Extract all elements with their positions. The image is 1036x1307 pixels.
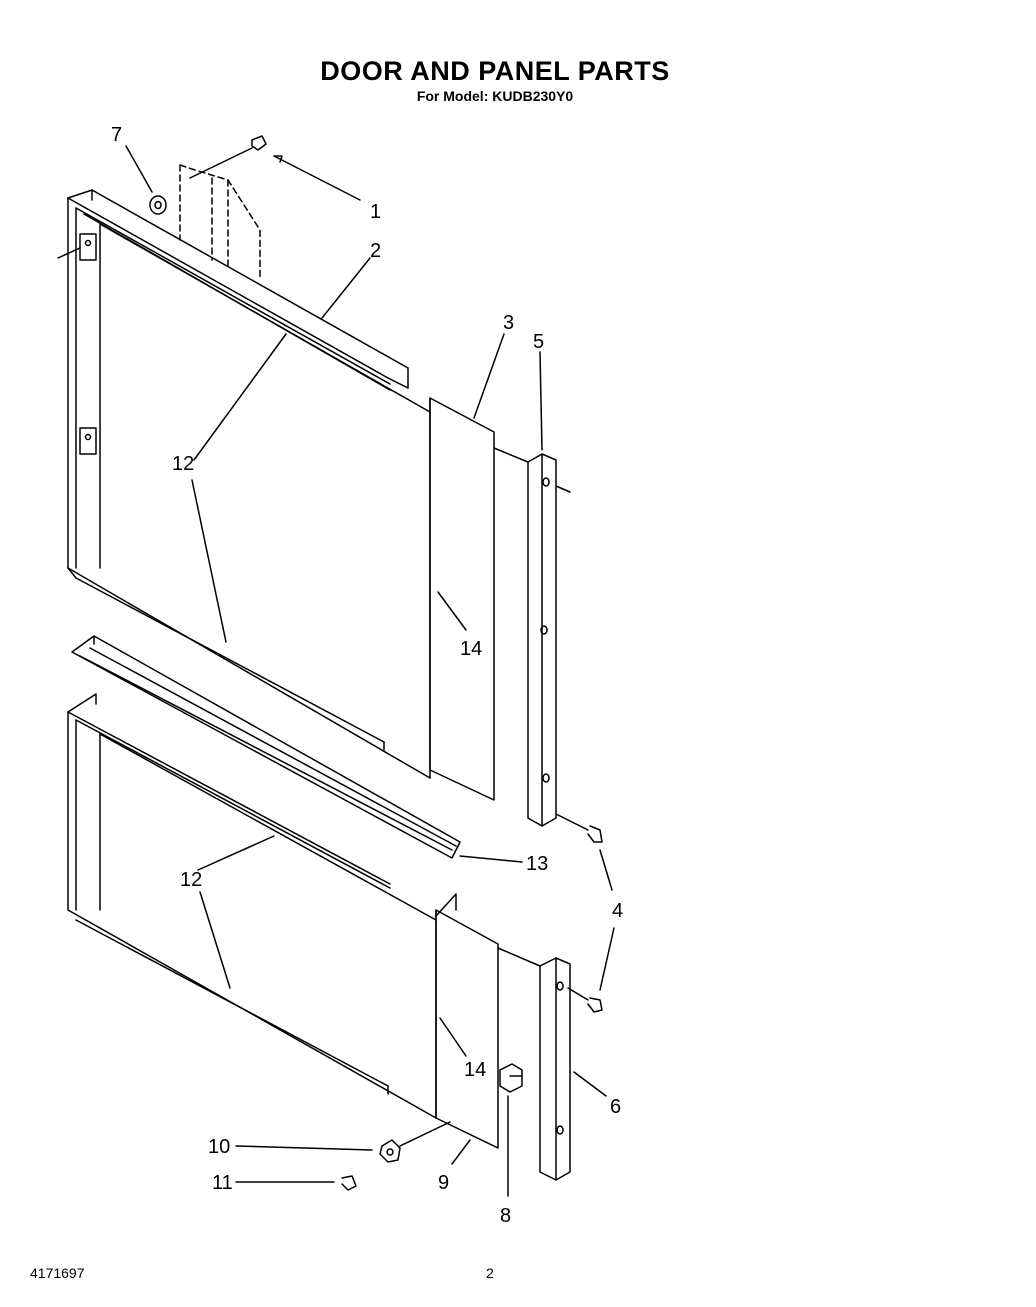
screw-part-4-upper [555, 813, 603, 843]
callout-2: 2 [370, 240, 381, 262]
callout-9: 9 [438, 1172, 449, 1194]
bumper-part-7 [149, 195, 167, 215]
callout-labels: 1 2 3 5 7 12 14 13 12 4 14 6 10 11 9 8 [111, 124, 623, 1227]
leader-lines [125, 145, 615, 1197]
upper-door-panel [57, 164, 495, 801]
callout-5: 5 [533, 331, 544, 353]
callout-11: 11 [212, 1172, 233, 1194]
screw-part-11 [341, 1175, 357, 1191]
document-number: 4171697 [30, 1265, 85, 1281]
callout-1: 1 [370, 201, 381, 223]
page-number: 2 [486, 1265, 494, 1281]
model-subtitle: For Model: KUDB230Y0 [416, 88, 574, 104]
callout-14-lower: 14 [464, 1059, 486, 1081]
lower-door-panel [67, 693, 499, 1149]
bracket-part-8 [499, 1063, 523, 1093]
callout-4: 4 [612, 900, 623, 922]
page-title: DOOR AND PANEL PARTS [320, 56, 670, 86]
callout-3: 3 [503, 312, 514, 334]
callout-7: 7 [111, 124, 122, 146]
trim-channel-part-13 [71, 635, 461, 859]
callout-12-lower: 12 [180, 869, 202, 891]
callout-8: 8 [500, 1205, 511, 1227]
screw-part-1 [189, 135, 267, 179]
side-trim-part-6 [497, 947, 571, 1181]
callout-14-upper: 14 [460, 638, 482, 660]
screw-part-4-lower [567, 987, 603, 1013]
callout-6: 6 [610, 1096, 621, 1118]
side-trim-part-5 [493, 447, 571, 827]
callout-12-upper: 12 [172, 453, 194, 475]
clip-part-10 [379, 1121, 451, 1163]
callout-10: 10 [208, 1136, 230, 1158]
callout-13: 13 [526, 853, 548, 875]
